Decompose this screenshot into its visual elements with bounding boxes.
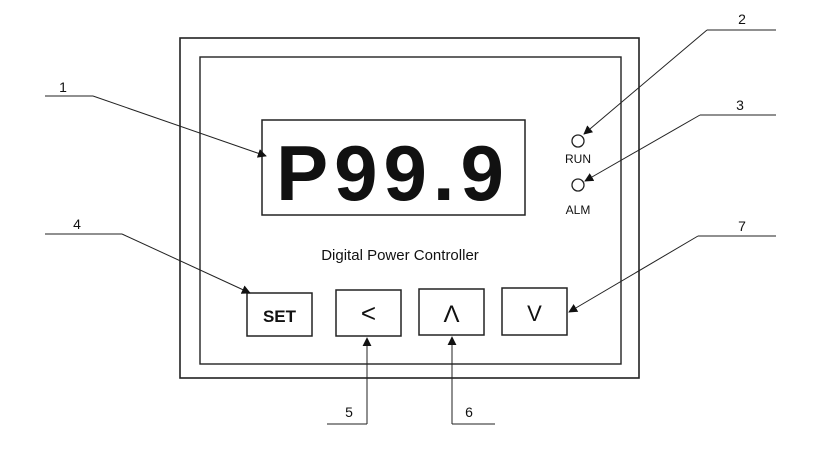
callout-4-number: 4 <box>73 216 81 232</box>
callout-6: 6 <box>447 336 495 425</box>
run-indicator-led <box>571 134 585 148</box>
alm-indicator-led <box>571 178 585 192</box>
set-button[interactable]: SET <box>246 292 313 337</box>
device-title: Digital Power Controller <box>321 247 479 264</box>
inner-panel <box>199 56 622 365</box>
left-button-label: < <box>361 298 376 328</box>
callout-6-number: 6 <box>465 404 473 420</box>
callout-5-number: 5 <box>345 404 353 420</box>
callout-1-number: 1 <box>59 79 67 95</box>
callout-2-number: 2 <box>738 11 746 27</box>
down-button-label: V <box>527 301 542 326</box>
left-button[interactable]: < <box>335 289 402 337</box>
display-window <box>261 119 526 216</box>
run-indicator-label: RUN <box>565 152 591 166</box>
callout-3: 3 <box>584 97 776 182</box>
callout-7-number: 7 <box>738 218 746 234</box>
set-button-label: SET <box>263 307 297 326</box>
alm-indicator-label: ALM <box>566 203 591 217</box>
outer-frame <box>179 37 640 379</box>
callout-7: 7 <box>568 218 776 313</box>
callout-2: 2 <box>583 11 776 135</box>
down-button[interactable]: V <box>501 287 568 336</box>
callout-4: 4 <box>45 216 251 294</box>
display-readout: P99.9 <box>276 129 510 217</box>
up-button[interactable]: Λ <box>418 288 485 336</box>
callout-3-number: 3 <box>736 97 744 113</box>
up-button-label: Λ <box>443 301 459 328</box>
callout-5: 5 <box>327 337 372 425</box>
callout-1: 1 <box>45 79 267 158</box>
